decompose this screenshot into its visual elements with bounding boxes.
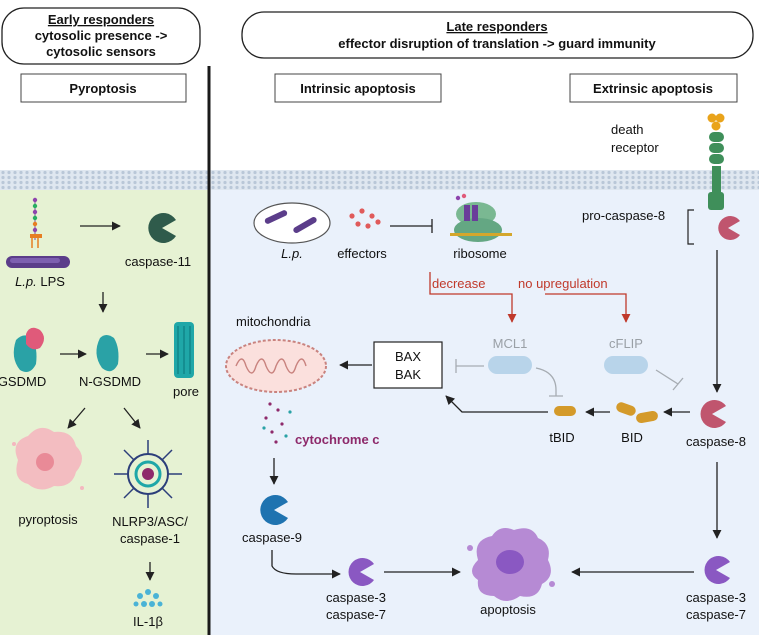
late-responders-box [241,11,754,59]
membrane-right [210,170,759,190]
inhibition-effectors-ribosome [390,219,433,233]
ribosome-icon [450,193,512,242]
lp-lps-label: L.p. LPS [15,274,65,289]
pro-caspase-8-icon [718,216,740,240]
pro-caspase-8-label: pro-caspase-8 [582,208,665,223]
bax-label: BAX [395,349,421,364]
caspase-3-right-label-line1: caspase-3 [686,590,746,605]
late-line2: effector disruption of translation -> gu… [338,36,656,51]
inflammasome-icon [114,440,182,508]
inhibition-mcl1-tbid [535,367,563,397]
caspase-3-left-label-line2: caspase-7 [326,607,386,622]
n-gsdmd-label: N-GSDMD [79,374,141,389]
legionella-icon [264,210,317,233]
death-receptor-icon [707,113,725,210]
decrease-arrow [429,272,517,323]
pore-label: pore [173,384,199,399]
early-responders-box [1,7,201,65]
cflip-label: cFLIP [609,336,643,351]
no-upregulation-label: no upregulation [518,276,608,291]
extrinsic-section-title: Extrinsic apoptosis [593,81,713,96]
inhibition-cflip-caspase8 [655,369,684,391]
caspase-3-left-icon [348,558,374,587]
il-1b-icon [133,589,163,607]
nlrp3-label-line2: caspase-1 [120,531,180,546]
caspase-11-label: caspase-11 [125,254,191,269]
caspase-9-icon [260,495,288,525]
early-line3: cytosolic sensors [46,44,156,59]
caspase-3-right-label-line2: caspase-7 [686,607,746,622]
intrinsic-section-box [274,73,442,103]
lp-label: L.p. [281,246,303,261]
early-line2: cytosolic presence -> [35,28,168,43]
arrow-ngsdmd-to-pyroptosis [67,407,86,429]
decrease-label: decrease [432,276,485,291]
tbid-icon [554,406,576,416]
ribosome-label: ribosome [453,246,506,261]
gsdmd-icon [13,327,44,372]
bak-label: BAK [395,367,421,382]
bid-label: BID [621,430,643,445]
arrow-caspase9-to-caspase3 [271,550,341,579]
no-upregulation-arrow [545,293,631,323]
effectors-label: effectors [337,246,387,261]
gsdmd-label: GSDMD [0,374,46,389]
apoptosis-label: apoptosis [480,602,536,617]
apoptotic-cell-icon [467,528,555,601]
mitochondria-icon [225,339,327,393]
death-receptor-label-line2: receptor [611,140,659,155]
pro-caspase-8-bracket [687,209,694,245]
lps-molecule-icon [30,197,42,248]
effectors-icon [349,208,381,229]
bid-icon [616,402,658,424]
mcl1-icon [488,356,532,374]
late-title: Late responders [446,19,547,34]
arrow-ngsdmd-to-nlrp3 [123,407,141,429]
death-receptor-label-line1: death [611,122,644,137]
early-title: Early responders [48,12,154,27]
intrinsic-section-title: Intrinsic apoptosis [300,81,416,96]
mitochondria-label: mitochondria [236,314,311,329]
cytochrome-c-icon [262,402,292,444]
legionella-bacterium-icon [6,256,70,268]
caspase-3-left-label-line1: caspase-3 [326,590,386,605]
pyroptosis-section-title: Pyroptosis [69,81,136,96]
il-1b-label: IL-1β [133,614,163,629]
pore-icon [174,322,194,378]
legionella-cell-outline [253,202,331,244]
cytochrome-c-label: cytochrome c [295,432,380,447]
cflip-icon [604,356,648,374]
caspase-8-label: caspase-8 [686,434,746,449]
caspase-9-label: caspase-9 [242,530,302,545]
caspase-11-icon [148,213,176,244]
caspase-8-icon [700,400,726,428]
pyroptotic-cell-icon [12,427,84,490]
inhibition-mcl1-bax [455,359,484,373]
pyroptosis-label: pyroptosis [18,512,78,527]
mcl1-label: MCL1 [493,336,528,351]
bax-bak-box [373,341,443,389]
n-gsdmd-icon [96,335,119,372]
pyroptosis-section-box [20,73,187,103]
membrane-left [0,170,208,190]
tbid-label: tBID [549,430,574,445]
arrow-tbid-to-bax [445,395,548,413]
left-panel-background [0,176,208,635]
extrinsic-section-box [569,73,738,103]
nlrp3-label-line1: NLRP3/ASC/ [112,514,188,529]
caspase-3-right-icon [704,556,730,584]
